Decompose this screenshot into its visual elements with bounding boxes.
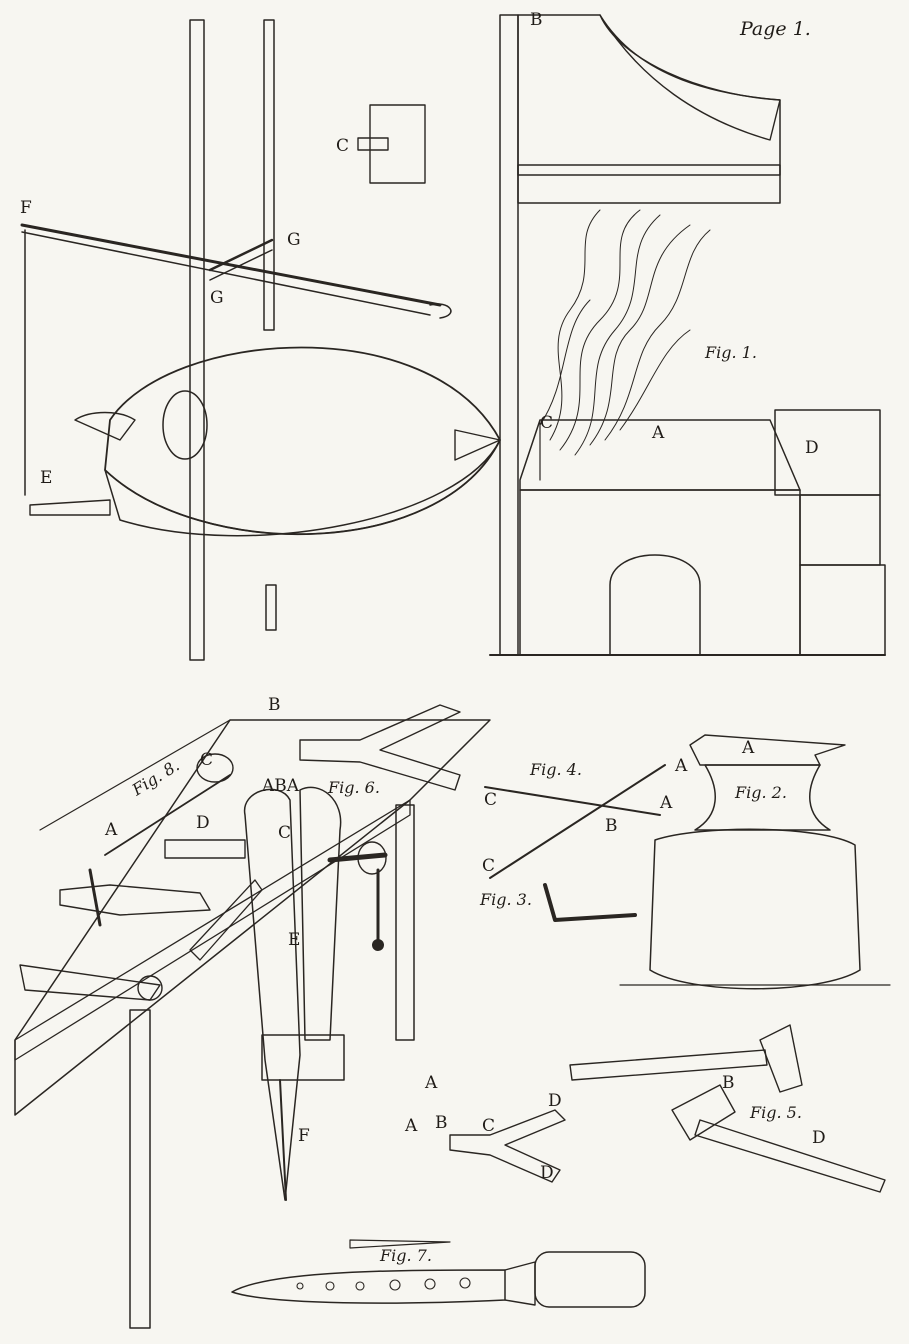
- fig3-caption: Fig. 3.: [480, 890, 532, 909]
- fig2-caption: Fig. 2.: [735, 783, 787, 802]
- letter-aba-vice: ABA: [262, 776, 300, 796]
- letter-b-fig4: B: [605, 816, 618, 836]
- letter-c-fig8: C: [200, 750, 214, 770]
- letter-c-fig4-lower: C: [482, 856, 496, 876]
- fig4-caption: Fig. 4.: [530, 760, 582, 779]
- letter-c-vice: C: [278, 823, 292, 843]
- fig5-caption: Fig. 5.: [750, 1103, 802, 1122]
- letter-a-fig4-right: A: [660, 793, 673, 813]
- fig1-caption: Fig. 1.: [705, 343, 757, 362]
- letter-b-fig8: B: [268, 695, 281, 715]
- fig7-caption: Fig. 7.: [380, 1246, 432, 1265]
- letter-f-lever: F: [20, 198, 32, 218]
- letter-f-vice: F: [298, 1126, 310, 1146]
- letter-d-pincers-top: D: [548, 1091, 562, 1111]
- letter-a-anvil: A: [742, 738, 755, 758]
- letter-g-lower: G: [210, 288, 224, 308]
- letter-d-box: D: [805, 438, 819, 458]
- letter-a-hearth: A: [652, 423, 665, 443]
- letter-d-vice: D: [196, 813, 210, 833]
- letter-c-hearth: C: [540, 413, 554, 433]
- letter-a-fig8: A: [105, 820, 118, 840]
- letter-d-hammer: D: [812, 1128, 826, 1148]
- page-number: Page 1.: [740, 18, 811, 40]
- letter-g-upper: G: [287, 230, 301, 250]
- letter-d-pincers-bottom: D: [540, 1163, 554, 1183]
- letter-c-shovel: C: [336, 136, 350, 156]
- letter-e-cord: E: [40, 468, 53, 488]
- bench-and-tools: [14, 704, 891, 1329]
- letter-a-pincers: A: [405, 1116, 418, 1136]
- letter-b-hood: B: [530, 10, 543, 30]
- fig1-forge: [20, 14, 886, 661]
- fig6-caption: Fig. 6.: [328, 778, 380, 797]
- letter-a-fig4-top: A: [675, 756, 688, 776]
- letter-a-pincers-top: A: [425, 1073, 438, 1093]
- letter-c-fig4-left: C: [484, 790, 498, 810]
- letter-e-vice: E: [288, 930, 301, 950]
- letter-b-pincers: B: [435, 1113, 448, 1133]
- letter-c-pincers: C: [482, 1116, 496, 1136]
- letter-b-hammer: B: [722, 1073, 735, 1093]
